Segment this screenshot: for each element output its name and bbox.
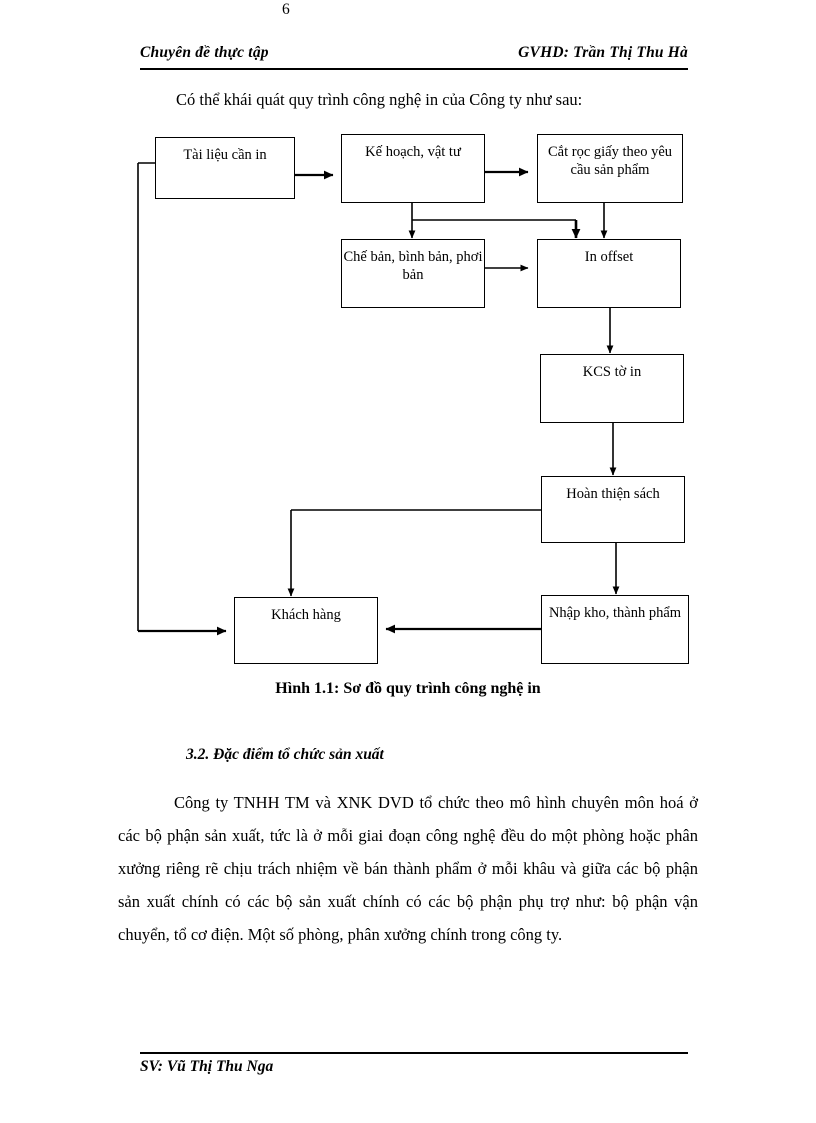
flow-node-label: Kế hoạch, vật tư: [365, 144, 461, 160]
header-right-text: GVHD: Trần Thị Thu Hà: [518, 44, 688, 61]
flow-node-in-offset[interactable]: In offset: [537, 239, 681, 308]
page-number: 6: [282, 1, 290, 18]
section-heading: 3.2. Đặc điểm tổ chức sản xuất: [186, 746, 384, 763]
body-paragraph: Công ty TNHH TM và XNK DVD tổ chức theo …: [118, 786, 698, 951]
flow-node-label: In offset: [584, 249, 634, 265]
flow-node-label: KCS tờ in: [582, 364, 642, 380]
footer-divider: [140, 1052, 688, 1054]
flow-node-cat-roc-giay[interactable]: Cắt rọc giấy theo yêu cầu sản phẩm: [537, 134, 683, 203]
flow-node-kcs-to-in[interactable]: KCS tờ in: [540, 354, 684, 423]
flow-node-label: Tài liệu cần in: [183, 147, 267, 163]
flow-node-label: Chế bản, bình bản, phơi bản: [343, 249, 483, 283]
footer-author-text: SV: Vũ Thị Thu Nga: [140, 1058, 274, 1075]
header-left-text: Chuyên đề thực tập: [140, 44, 269, 61]
flow-node-khach-hang[interactable]: Khách hàng: [234, 597, 378, 664]
flow-node-hoan-thien-sach[interactable]: Hoàn thiện sách: [541, 476, 685, 543]
intro-sentence: Có thể khái quát quy trình công nghệ in …: [176, 90, 583, 109]
flow-node-label: Nhập kho, thành phẩm: [548, 605, 682, 621]
flow-node-label: Hoàn thiện sách: [566, 486, 660, 502]
flow-node-label: Khách hàng: [271, 607, 341, 623]
page-header: Chuyên đề thực tập GVHD: Trần Thị Thu Hà: [140, 44, 688, 70]
page-footer: SV: Vũ Thị Thu Nga: [140, 1058, 688, 1082]
flow-node-tai-lieu-can-in[interactable]: Tài liệu cần in: [155, 137, 295, 199]
flow-node-che-ban-binh-ban[interactable]: Chế bản, bình bản, phơi bản: [341, 239, 485, 308]
flow-node-nhap-kho-thanh-pham[interactable]: Nhập kho, thành phẩm: [541, 595, 689, 664]
flow-node-ke-hoach-vat-tu[interactable]: Kế hoạch, vật tư: [341, 134, 485, 203]
paragraph-text: Công ty TNHH TM và XNK DVD tổ chức theo …: [118, 793, 698, 944]
header-divider: [140, 68, 688, 70]
figure-caption: Hình 1.1: Sơ đồ quy trình công nghệ in: [275, 680, 541, 697]
flow-node-label: Cắt rọc giấy theo yêu cầu sản phẩm: [547, 144, 672, 178]
